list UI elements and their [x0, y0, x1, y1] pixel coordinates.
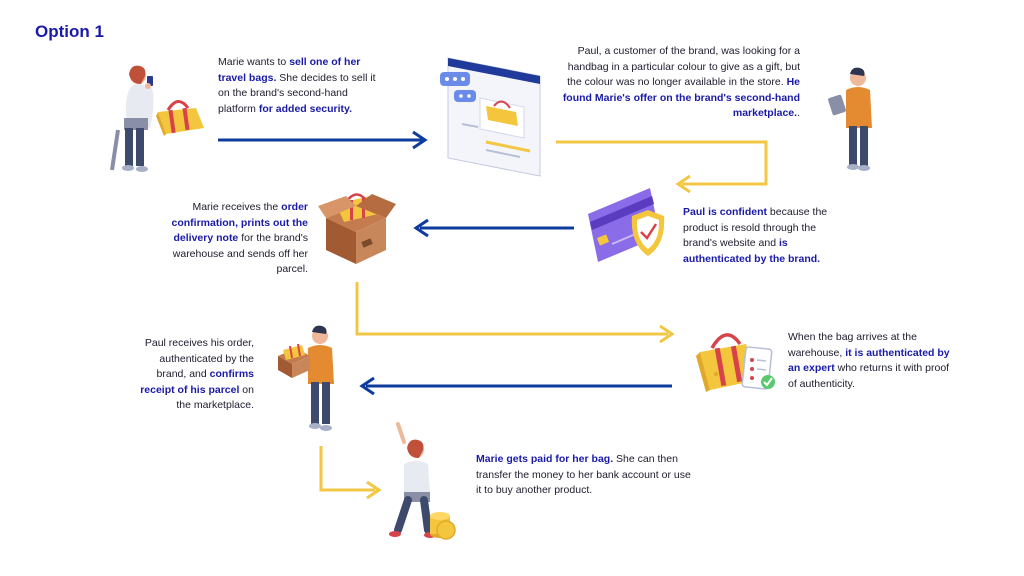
step-3-text: Paul is confident because the product is…	[683, 205, 843, 267]
step-7-text: Marie gets paid for her bag. She can the…	[476, 452, 698, 499]
arrow-paul-to-payment	[319, 446, 382, 500]
authentication-checklist-icon	[696, 333, 775, 392]
parcel-box-icon	[318, 193, 396, 264]
body-text: She can then transfer the money to her b…	[476, 453, 691, 496]
arrow-box-to-warehouse	[355, 282, 675, 344]
body-text: Marie receives the	[192, 201, 282, 213]
body-text: .	[797, 107, 800, 119]
step-2-text: Paul, a customer of the brand, was looki…	[560, 44, 800, 122]
coins-icon	[430, 512, 456, 540]
step-5-text: When the bag arrives at the warehouse, i…	[788, 330, 960, 392]
arrow-card-to-box	[413, 218, 574, 238]
arrow-warehouse-to-paul	[359, 376, 672, 396]
body-text: Paul receives his order, authenticated b…	[144, 337, 254, 380]
body-text: on the marketplace.	[176, 383, 254, 412]
highlight-text: confirms receipt of his parcel	[140, 368, 254, 396]
highlight-text: it is authenticated by an expert	[788, 346, 950, 375]
page-title: Option 1	[35, 22, 104, 41]
website-window-icon	[440, 57, 541, 177]
arrow-platform-to-card	[556, 140, 768, 194]
body-text: She decides to sell it on the brand's se…	[218, 71, 376, 115]
body-text: Marie wants to	[218, 56, 290, 68]
arrow-marie-to-platform	[218, 130, 428, 150]
step-6-text: Paul receives his order, authenticated b…	[130, 336, 254, 414]
body-text: because the product is resold through th…	[683, 206, 828, 249]
highlight-text: sell one of her travel bags.	[218, 56, 361, 84]
highlight-text: for added security.	[258, 102, 353, 115]
body-text: When the bag arrives at the warehouse,	[788, 331, 917, 359]
paul-figure-icon	[828, 67, 872, 171]
travel-bag-icon	[156, 100, 204, 136]
highlight-text: order confirmation, prints out the deliv…	[171, 201, 309, 244]
step-1-text: Marie wants to sell one of her travel ba…	[218, 55, 386, 117]
highlight-text: is authenticated by the brand.	[683, 237, 821, 265]
highlight-text: He found Marie's offer on the brand's se…	[562, 76, 800, 119]
highlight-text: Marie gets paid for her bag.	[476, 453, 614, 465]
credit-card-shield-icon	[588, 188, 665, 262]
marie-paid-icon	[389, 422, 456, 540]
marie-figure-icon	[110, 65, 154, 172]
body-text: for the brand's warehouse and sends off …	[172, 232, 308, 275]
body-text: Paul, a customer of the brand, was looki…	[567, 45, 800, 88]
body-text: who returns it with proof of authenticit…	[788, 362, 950, 390]
step-4-text: Marie receives the order confirmation, p…	[150, 200, 309, 278]
paul-receives-parcel-icon	[278, 325, 334, 431]
highlight-text: Paul is confident	[683, 206, 768, 218]
